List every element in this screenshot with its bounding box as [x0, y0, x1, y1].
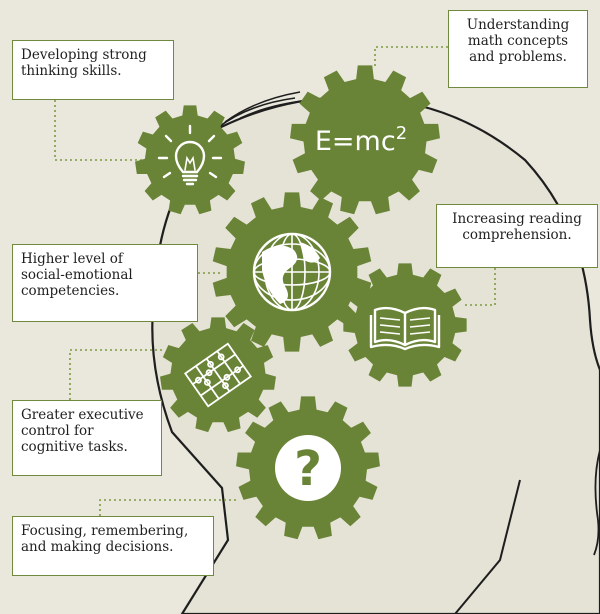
- label-line: math concepts: [467, 33, 569, 49]
- label-thinking-skills: Developing strong thinking skills.: [12, 40, 174, 100]
- label-line: Higher level of: [21, 251, 123, 267]
- label-line: social-emotional: [21, 267, 133, 283]
- connector-executive: [69, 349, 165, 400]
- label-line: Greater executive: [21, 407, 144, 423]
- label-line: and problems.: [469, 49, 567, 65]
- question-mark-icon: ?: [275, 435, 341, 501]
- gear-globe: [212, 192, 372, 352]
- label-line: comprehension.: [462, 227, 572, 243]
- formula-text: E=mc2: [315, 123, 407, 157]
- label-line: Increasing reading: [452, 211, 582, 227]
- head-neck-line: [454, 479, 521, 614]
- gear-formula: E=mc2: [290, 65, 440, 215]
- label-focusing: Focusing, remembering, and making decisi…: [12, 516, 214, 576]
- label-line: Understanding: [466, 17, 570, 33]
- label-math-concepts: Understanding math concepts and problems…: [448, 10, 588, 88]
- gear-question: ?: [236, 396, 380, 540]
- gear-lightbulb: [135, 105, 245, 215]
- label-line: control for: [21, 423, 94, 439]
- gear-shape: [290, 65, 440, 215]
- label-line: Focusing, remembering,: [21, 523, 189, 539]
- connector-reading: [462, 268, 496, 306]
- globe-icon: [252, 232, 332, 312]
- label-social-emotional: Higher level of social-emotional compete…: [12, 244, 198, 322]
- label-reading: Increasing reading comprehension.: [436, 204, 598, 268]
- connector-math: [374, 46, 448, 68]
- connector-thinking: [54, 100, 150, 161]
- gear-puzzle: [160, 317, 276, 433]
- gear-book: [343, 263, 467, 387]
- label-line: and making decisions.: [21, 539, 174, 555]
- lightbulb-icon: [157, 124, 223, 186]
- open-book-icon: [369, 306, 441, 351]
- connector-focusing: [99, 499, 238, 516]
- label-line: cognitive tasks.: [21, 439, 128, 455]
- label-executive-control: Greater executive control for cognitive …: [12, 400, 162, 476]
- puzzle-icon: [183, 342, 253, 408]
- label-line: competencies.: [21, 283, 120, 299]
- connector-lines: [54, 46, 496, 516]
- svg-text:?: ?: [294, 441, 322, 497]
- head-face-line: [593, 449, 600, 556]
- head-hair-strand: [224, 91, 301, 123]
- gear-shape: [135, 105, 245, 215]
- label-line: Developing strong: [21, 47, 147, 63]
- label-line: thinking skills.: [21, 63, 122, 79]
